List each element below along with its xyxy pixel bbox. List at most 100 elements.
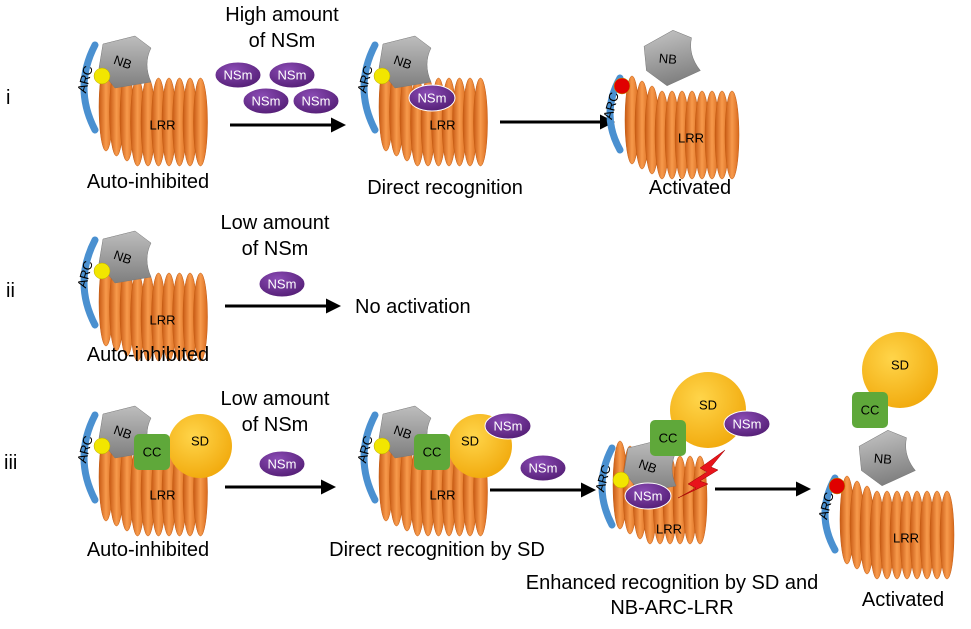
nsm-label: NSm: [634, 488, 663, 503]
lrr-label: LRR: [678, 130, 704, 145]
condition-label-iii-line2: of NSm: [242, 414, 309, 436]
arc-domain: [80, 236, 99, 329]
row-numeral-ii: ii: [6, 280, 15, 302]
nb-label: NB: [112, 247, 134, 267]
state-label-activated-iii: Activated: [862, 589, 944, 611]
lrr-label: LRR: [893, 530, 919, 545]
arc-label: ARC: [74, 434, 96, 464]
nb-domain: NB: [643, 30, 701, 86]
nb-label: NB: [873, 451, 892, 468]
activated-state-dot: [613, 77, 631, 95]
cc-label: CC: [861, 402, 880, 417]
lrr-label: LRR: [149, 312, 175, 327]
row-numeral-i: i: [6, 87, 10, 109]
row-numeral-iii: iii: [4, 452, 17, 474]
inhibited-state-dot: [93, 262, 111, 280]
nb-label: NB: [392, 422, 414, 442]
outcome-label-no-activation: No activation: [355, 296, 471, 318]
cc-domain: [134, 434, 170, 470]
arc-label: ARC: [74, 259, 96, 289]
lrr-label: LRR: [429, 117, 455, 132]
nb-label: NB: [112, 52, 134, 72]
nb-domain: NB: [378, 35, 432, 89]
nsm-effector: [624, 482, 672, 510]
nsm-label: NSm: [224, 67, 253, 82]
nb-domain: NB: [98, 230, 152, 284]
state-label-enhanced-recognition-line1: Enhanced recognition by SD and: [526, 572, 818, 594]
sd-label: SD: [461, 433, 479, 448]
lrr-domain: [98, 62, 208, 167]
nb-domain: NB: [98, 35, 152, 89]
arc-domain: [360, 41, 379, 134]
nsm-effector: [258, 450, 306, 478]
arc-label: ARC: [74, 64, 96, 94]
cc-domain: [852, 392, 888, 428]
nb-shape: [643, 30, 701, 86]
nsm-label: NSm: [252, 93, 281, 108]
cc-label: CC: [659, 430, 678, 445]
nb-label: NB: [112, 422, 134, 442]
arc-label: ARC: [600, 91, 622, 121]
arc-domain: [360, 411, 379, 504]
cc-domain: [650, 420, 686, 456]
arc-domain: [598, 444, 616, 529]
cc-label: CC: [423, 444, 442, 459]
nb-domain: NB: [858, 430, 916, 486]
nb-shape: [378, 35, 432, 89]
lrr-domain: [839, 475, 955, 580]
nsm-label: NSm: [494, 418, 523, 433]
nsm-label: NSm: [418, 90, 447, 105]
activated-state-dot: [828, 477, 846, 495]
lrr-label: LRR: [429, 487, 455, 502]
state-label-enhanced-recognition-line2: NB-ARC-LRR: [610, 597, 733, 619]
state-label-auto-inhibited-i: Auto-inhibited: [87, 171, 209, 193]
lrr-repeat: [473, 77, 488, 167]
lrr-label: LRR: [149, 487, 175, 502]
nsm-effector: [519, 454, 567, 482]
lrr-repeat: [939, 490, 955, 580]
nsm-label: NSm: [529, 460, 558, 475]
state-label-auto-inhibited-ii: Auto-inhibited: [87, 344, 209, 366]
state-label-activated-i: Activated: [649, 177, 731, 199]
condition-label-i-line2: of NSm: [249, 30, 316, 52]
condition-label-ii-line2: of NSm: [242, 238, 309, 260]
nb-label: NB: [658, 51, 677, 68]
nb-shape: [98, 230, 152, 284]
nsm-effector: [214, 61, 262, 89]
nsm-effector: [723, 410, 771, 438]
nb-label: NB: [637, 456, 659, 476]
inhibited-state-dot: [93, 437, 111, 455]
nsm-label: NSm: [268, 456, 297, 471]
state-label-direct-recognition: Direct recognition: [367, 177, 523, 199]
lrr-label: LRR: [149, 117, 175, 132]
arc-label: ARC: [815, 491, 837, 521]
arc-label: ARC: [354, 64, 376, 94]
inhibited-state-dot: [93, 67, 111, 85]
nsm-effector: [268, 61, 316, 89]
cc-label: CC: [143, 444, 162, 459]
sd-label: SD: [191, 433, 209, 448]
condition-label-ii-line1: Low amount: [221, 212, 330, 234]
arc-label: ARC: [354, 434, 376, 464]
nb-shape: [98, 35, 152, 89]
sd-label: SD: [699, 397, 717, 412]
nsm-effector: [292, 87, 340, 115]
lrr-label: LRR: [656, 521, 682, 536]
sd-label: SD: [891, 357, 909, 372]
lrr-repeat: [724, 90, 740, 180]
nsm-effector: [242, 87, 290, 115]
state-label-direct-recognition-by-sd: Direct recognition by SD: [329, 539, 545, 561]
condition-label-iii-line1: Low amount: [221, 388, 330, 410]
arc-domain: [80, 41, 99, 134]
nsm-label: NSm: [278, 67, 307, 82]
nsm-label: NSm: [733, 416, 762, 431]
condition-label-i-line1: High amount: [225, 4, 339, 26]
lrr-repeat: [193, 272, 208, 362]
arc-domain: [80, 411, 99, 504]
sd-domain: [168, 414, 232, 478]
sd-domain: [862, 332, 938, 408]
lrr-domain: [624, 75, 740, 180]
nsm-effector: [484, 412, 532, 440]
lightning-icon: [677, 449, 726, 499]
